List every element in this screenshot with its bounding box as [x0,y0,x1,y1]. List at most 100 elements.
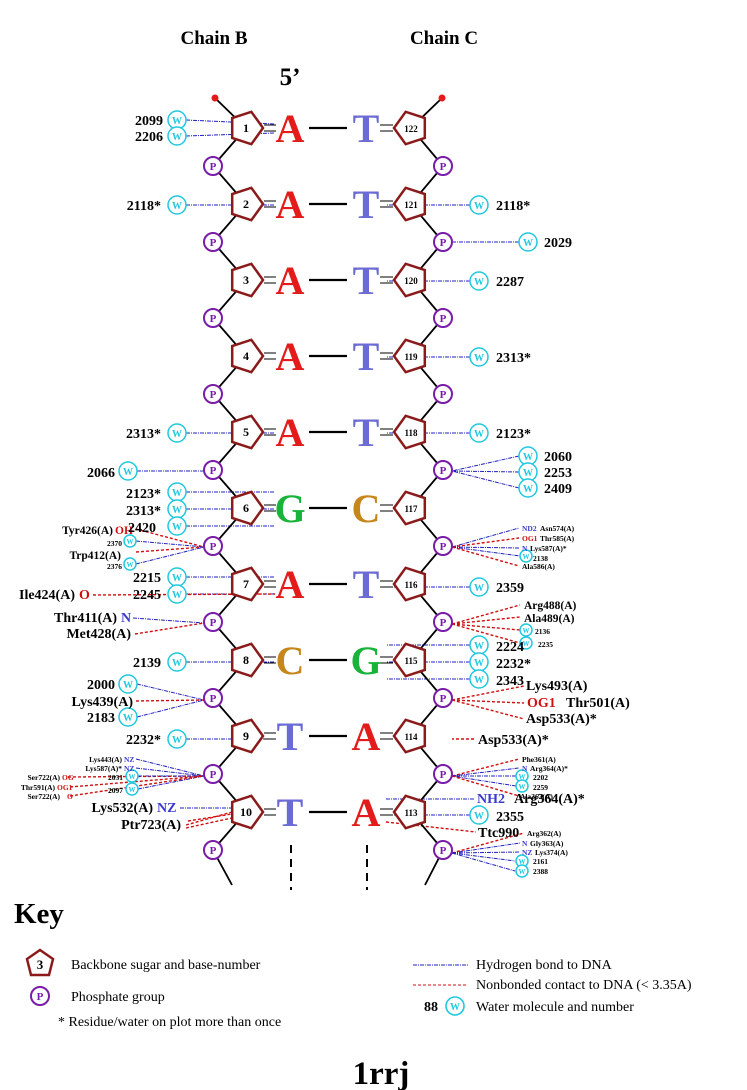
key-panel: Key 3 Backbone sugar and base-number P P… [14,898,692,1030]
contact-label: Arg364(A)* [514,792,585,807]
contact-label: Lys493(A) [526,679,588,694]
water-letter: W [474,641,484,652]
base-letter-left: A [276,182,305,227]
contact-label: N [121,611,131,626]
base-letter-right: T [353,562,380,607]
water-molecule [118,461,138,481]
base-letter-right: T [353,334,380,379]
contact-label: Ile424(A) [19,588,75,603]
water-letter: W [172,201,182,212]
water-letter: W [172,116,182,127]
nonbonded-contact-line [451,604,521,625]
contact-label: N [522,839,528,848]
water-letter: W [172,429,182,440]
water-letter: W [474,201,484,212]
water-letter: W [172,505,182,516]
sugar-right [392,186,427,222]
water-letter: W [523,452,533,463]
sugar-left [230,338,265,374]
contact-label: Lys443(A) [89,755,122,764]
sugar-number: 5 [243,425,249,439]
nonbonded-contact-line [69,775,205,788]
water-molecule [167,729,187,749]
key-sugar-number: 3 [37,957,44,972]
sugar-number: 3 [243,273,249,287]
nonbonded-contact-line [185,811,233,826]
sugar-right [392,414,427,450]
svg-text:P: P [37,991,44,1003]
hydrogen-bond-line [451,775,517,787]
base-letter-right: C [352,486,381,531]
water-letter: W [127,561,134,569]
phosphate-letter: P [210,845,217,857]
water-letter: W [172,735,182,746]
water-letter: W [519,773,526,781]
water-molecule [515,779,529,793]
sugar-right [392,490,427,526]
base-letter-right: T [353,106,380,151]
contact-label: 2206 [135,130,163,145]
contact-label: OH [115,525,133,537]
phosphate-group [433,840,453,860]
contact-label: 2359 [496,581,524,596]
hydrogen-bond-line [135,758,205,777]
base-letter-right: A [352,714,381,759]
water-molecule [167,584,187,604]
water-letter: W [523,640,530,648]
contact-label: 2123* [126,487,161,502]
base-letter-left: A [276,562,305,607]
contact-label: 2099 [135,114,163,129]
water-molecule [123,557,137,571]
sugar-number: 114 [404,732,418,742]
phosphate-group [433,156,453,176]
sugar-left [230,566,265,602]
sugar-left [230,110,265,146]
sugar-number: 113 [404,808,418,818]
nonbonded-contact-line [451,537,520,548]
contact-label: O [79,588,90,603]
water-molecule [469,423,489,443]
phosphate-group [433,232,453,252]
key-title: Key [14,898,64,930]
contact-label: NZ [124,764,134,773]
phosphate-group [433,688,453,708]
nonbonded-contact-line [451,616,521,625]
phosphate-group [433,764,453,784]
nonbonded-contact-line [135,546,205,553]
sugar-number: 7 [243,577,249,591]
contact-label: Ptr723(A) [121,818,181,833]
hydrogen-bond-line [185,132,276,137]
sugar-left [230,414,265,450]
base-letter-left: G [274,486,305,531]
water-molecule [469,347,489,367]
hydrogen-bond-line [136,699,205,718]
base-letter-right: A [352,790,381,835]
hydrogen-bond-line [137,775,205,790]
phosphate-group [433,460,453,480]
contact-label: 2253 [544,466,572,481]
sugar-number: 9 [243,729,249,743]
phosphate-group [203,840,223,860]
base-letter-left: C [276,638,305,683]
contact-label: 2313* [496,351,531,366]
contact-label: Lys532(A) [92,801,154,816]
contact-label: 2029 [544,236,572,251]
contact-label: 2139 [133,656,161,671]
contact-label: Arg488(A) [524,600,577,612]
contact-label: 2183 [87,711,115,726]
water-letter: W [172,590,182,601]
nonbonded-contact-line [187,813,233,822]
water-letter: W [123,467,133,478]
phosphate-letter: P [210,465,217,477]
nonbonded-contact-line [67,775,205,778]
contact-label: 2060 [544,450,572,465]
sugar-left [230,642,265,678]
contact-label: 2313* [126,427,161,442]
phosphate-letter: P [440,465,447,477]
water-molecule [167,126,187,146]
backbone-strand [211,97,248,886]
nonbonded-contact-line [451,546,520,567]
sugar-left [230,718,265,754]
hydrogen-bond-line [451,842,521,854]
hydrogen-bond-line [135,540,205,548]
